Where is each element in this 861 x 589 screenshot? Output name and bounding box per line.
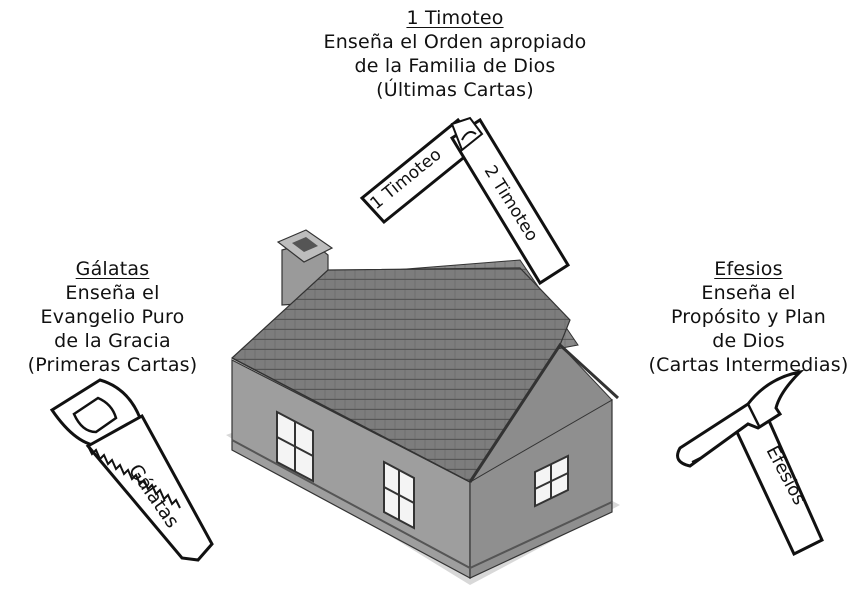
caption-line: Propósito y Plan <box>670 306 827 328</box>
caption-1-timoteo: 1 Timoteo Enseña el Orden apropiado de l… <box>290 6 620 102</box>
hammer-icon: Efesios <box>676 369 824 557</box>
caption-heading: 1 Timoteo <box>406 7 504 29</box>
caption-line: (Primeras Cartas) <box>27 354 198 376</box>
caption-line: de la Familia de Dios <box>354 55 556 77</box>
carpenters-square-icon: 1 Timoteo 2 Timoteo <box>359 116 571 286</box>
caption-line: (Últimas Cartas) <box>376 79 534 101</box>
saw-icon: Gálatas <box>49 378 214 562</box>
house-illustration <box>226 229 620 585</box>
caption-line: de Dios <box>712 330 785 352</box>
caption-line: Enseña el <box>65 282 160 304</box>
window-right <box>383 460 415 530</box>
window-left <box>276 410 314 483</box>
window-gable <box>534 454 569 508</box>
caption-line: Evangelio Puro <box>40 306 185 328</box>
caption-line: Enseña el Orden apropiado <box>323 31 587 53</box>
caption-heading: Gálatas <box>75 258 150 280</box>
caption-line: (Cartas Intermedias) <box>648 354 849 376</box>
caption-heading: Efesios <box>714 258 783 280</box>
caption-line: Enseña el <box>701 282 796 304</box>
caption-galatas: Gálatas Enseña el Evangelio Puro de la G… <box>0 257 225 377</box>
caption-line: de la Gracia <box>54 330 171 352</box>
caption-efesios: Efesios Enseña el Propósito y Plan de Di… <box>636 257 861 377</box>
